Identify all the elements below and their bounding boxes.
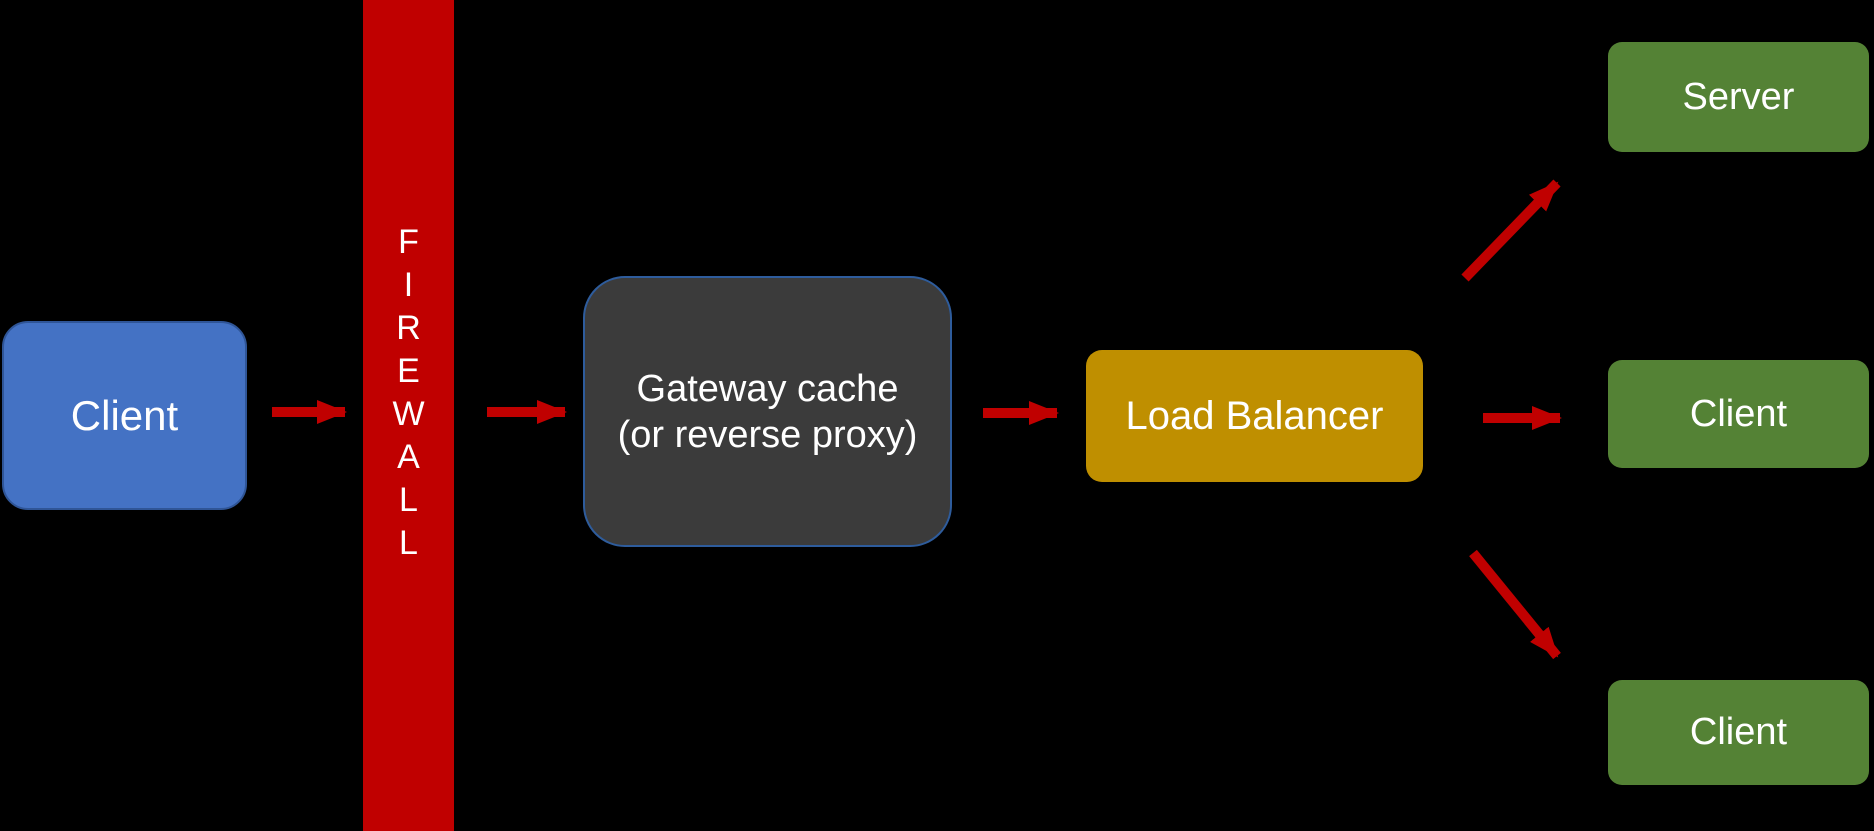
arrow-load-balancer-to-client-bottom bbox=[1469, 549, 1561, 660]
node-client-mid-label: Client bbox=[1689, 392, 1788, 435]
node-server: Server bbox=[1608, 42, 1869, 152]
node-client-bottom: Client bbox=[1608, 680, 1869, 785]
node-client-bottom-label: Client bbox=[1689, 711, 1788, 753]
node-client-left: Client bbox=[2, 321, 247, 510]
node-gateway-cache: Gateway cache (or reverse proxy) bbox=[583, 276, 952, 547]
arrow-load-balancer-to-server bbox=[1461, 179, 1561, 282]
node-client-mid: Client bbox=[1608, 360, 1869, 468]
node-server-label: Server bbox=[1682, 75, 1795, 118]
node-gateway-cache-label-line2: (or reverse proxy) bbox=[617, 413, 918, 456]
node-gateway-cache-label-line1: Gateway cache bbox=[636, 367, 899, 410]
node-load-balancer: Load Balancer bbox=[1086, 350, 1423, 482]
node-load-balancer-label: Load Balancer bbox=[1125, 393, 1384, 438]
node-client-left-label: Client bbox=[70, 391, 179, 439]
